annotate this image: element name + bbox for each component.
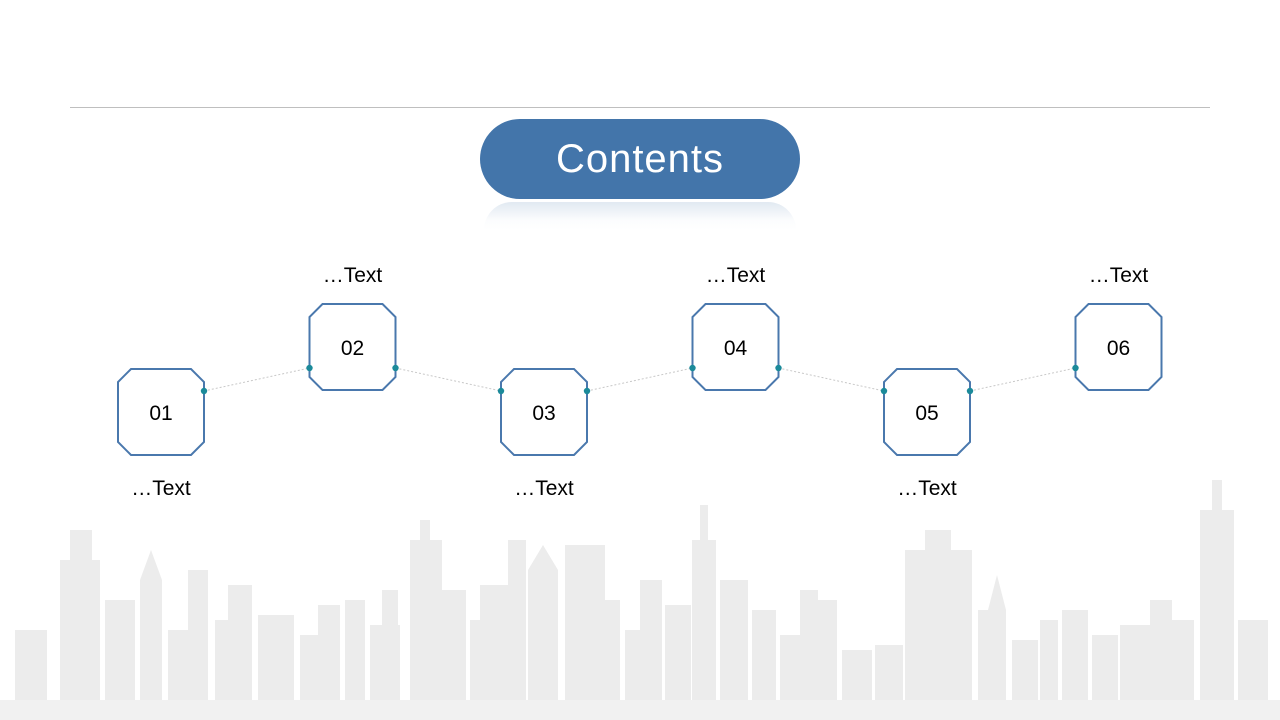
step-node-03: 03 [500, 368, 588, 456]
connector-dot [583, 387, 591, 395]
connectors [203, 367, 1076, 392]
step-node-04: 04 [691, 303, 780, 391]
step-caption: …Text [705, 264, 766, 287]
step-caption: …Text [514, 477, 574, 500]
top-divider-line [70, 107, 1210, 108]
step-number: 06 [1107, 337, 1130, 360]
connector-line [395, 367, 502, 392]
step-caption: …Text [1088, 264, 1149, 287]
step-number: 04 [724, 337, 748, 360]
title-pill: Contents [480, 119, 800, 199]
connector-dot [880, 387, 888, 395]
connector-dot [775, 364, 782, 372]
connector-dot [1072, 364, 1079, 372]
page-title: Contents [555, 136, 725, 181]
connector-dot [497, 387, 505, 395]
octagon-shape [883, 368, 971, 456]
connector-line [586, 367, 693, 392]
step-node-02: 02 [308, 303, 397, 391]
connector-line [969, 367, 1076, 392]
octagon-shape [1074, 303, 1163, 391]
step-number: 03 [532, 402, 555, 425]
octagon-shape [500, 368, 588, 456]
step-number: 01 [149, 402, 172, 425]
step-number: 05 [915, 402, 938, 425]
step-number: 02 [341, 337, 364, 360]
connector-dots [200, 364, 1079, 395]
step-node-01: 01 [117, 368, 205, 456]
connector-dot [306, 364, 313, 372]
step-caption: …Text [131, 477, 191, 500]
octagon-shape [308, 303, 397, 391]
title-reflection [484, 202, 796, 230]
step-caption: …Text [897, 477, 957, 500]
connector-line [203, 367, 310, 392]
octagons: 01 02 03 04 05 06 [117, 303, 1163, 456]
step-node-06: 06 [1074, 303, 1163, 391]
octagon-shape [117, 368, 205, 456]
connector-dot [689, 364, 696, 372]
step-caption: …Text [322, 264, 383, 287]
connector-dot [200, 387, 208, 395]
connector-line [778, 367, 885, 392]
step-node-05: 05 [883, 368, 971, 456]
octagon-shape [691, 303, 780, 391]
city-skyline-background [0, 480, 1280, 720]
connector-dot [392, 364, 399, 372]
connector-dot [966, 387, 974, 395]
